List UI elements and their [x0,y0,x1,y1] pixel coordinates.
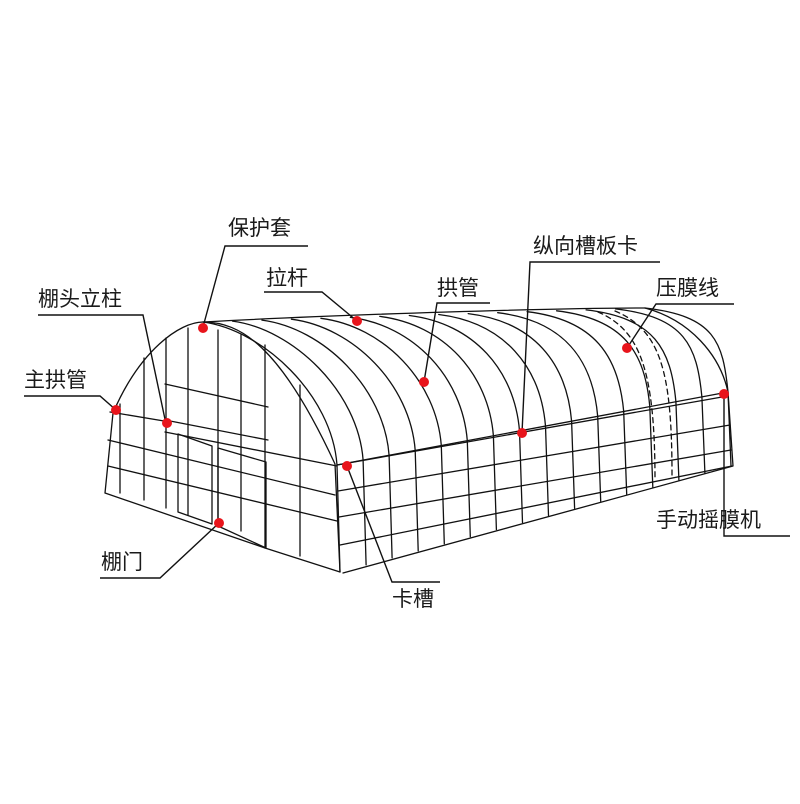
leader-end-column [38,314,167,425]
arch-pipe [467,312,576,510]
leader-longitudinal-clip [521,261,660,434]
leader-main-arch [24,395,117,411]
arch-pipe [438,313,550,517]
arch-pipe [585,309,680,481]
end-wall-bar [107,439,336,496]
label-slot: 卡槽 [392,587,434,611]
label-arch-pipe: 拱管 [437,276,479,300]
label-film-roller: 手动摇膜机 [656,508,761,532]
arch-pipe [555,310,654,488]
marker-arch-pipe [419,377,429,387]
marker-greenhouse-door [214,518,224,528]
arch-pipe [349,316,471,538]
label-tie-rod: 拉杆 [266,266,308,290]
end-wall-bar [164,419,269,441]
leader-protective-sleeve [202,245,308,328]
arch-pipe [526,311,628,495]
arch-pipe [202,321,341,573]
side-rail-middle [338,449,732,518]
label-film-press-line: 压膜线 [656,276,719,300]
arch-pipe [231,320,367,566]
leader-lines [24,245,790,583]
leader-arch-pipe [423,302,490,383]
greenhouse-structure [104,307,734,574]
side-rail-lower [339,465,733,546]
marker-main-arch [111,405,121,415]
leader-tie-rod [264,291,358,322]
label-end-column: 棚头立柱 [38,287,122,311]
marker-longitudinal-clip [517,428,527,438]
side-rail-upper [337,424,731,492]
end-wall-bar [164,383,269,408]
film-press-line [597,311,656,481]
arch-pipe [408,314,524,524]
end-wall-bar [164,431,338,467]
door-left-leaf [177,433,213,525]
arch-pipe [290,318,419,552]
label-greenhouse-door: 棚门 [101,550,143,574]
label-protective-sleeve: 保护套 [228,216,291,240]
marker-tie-rod [352,316,362,326]
film-press-line [614,310,673,476]
arch-pipe [261,319,393,559]
ridge-line [202,307,646,323]
arch-pipe [644,307,732,467]
marker-film-press-line [622,343,632,353]
door-right-leaf [217,447,267,549]
leader-film-roller [723,394,790,537]
leader-slot [346,465,440,583]
marker-slot [342,461,352,471]
side-rail-cap [336,396,723,466]
arch-pipe [614,308,706,474]
marker-protective-sleeve [198,323,208,333]
end-wall-bar [109,411,171,423]
marker-film-roller [719,389,729,399]
label-main-arch: 主拱管 [24,368,87,392]
arch-pipe [320,317,445,545]
front-end-outline [104,321,341,573]
end-wall-bar [107,465,338,522]
marker-end-column [162,418,172,428]
arch-pipe [379,315,498,531]
arch-pipe [497,312,602,502]
leader-film-press-line [626,303,734,349]
marker-dots [111,316,729,528]
label-longitudinal-clip: 纵向槽板卡 [533,234,638,258]
leader-greenhouse-door [100,522,220,579]
